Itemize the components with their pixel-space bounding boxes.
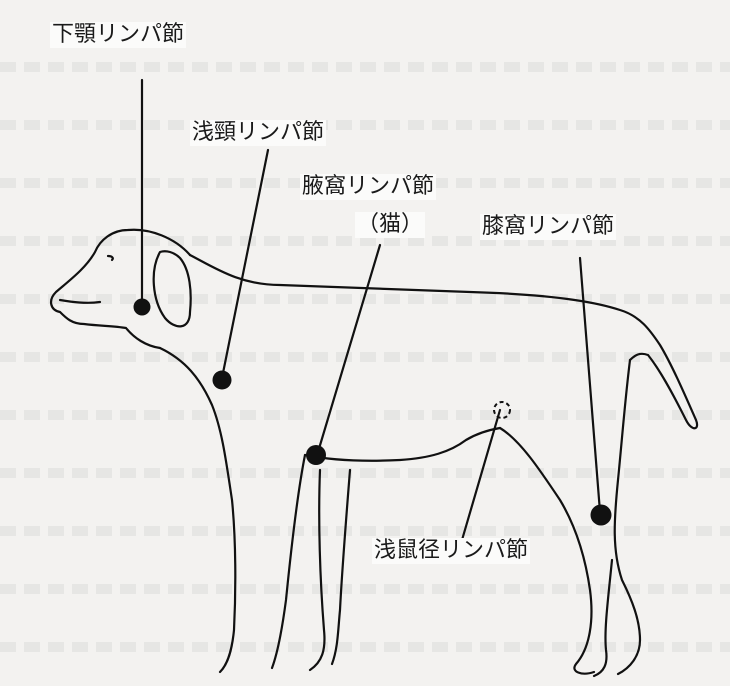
mandibular-node-marker bbox=[133, 298, 151, 316]
dog-belly-outline bbox=[303, 426, 502, 462]
superficial-inguinal-node-marker bbox=[493, 401, 511, 419]
axillary-cat-note-label: （猫） bbox=[355, 212, 426, 238]
superficial-inguinal-lymph-node-label: 浅鼠径リンパ節 bbox=[372, 538, 531, 564]
leader-line-axillary bbox=[316, 243, 382, 454]
axillary-lymph-node-label: 腋窩リンパ節 bbox=[300, 174, 437, 200]
leader-line-popliteal bbox=[578, 256, 602, 514]
dog-chest-outline bbox=[158, 346, 237, 674]
popliteal-node-marker bbox=[590, 504, 612, 526]
popliteal-lymph-node-label: 膝窩リンパ節 bbox=[480, 214, 617, 240]
dog-body-outline bbox=[188, 253, 699, 430]
dog-mouth bbox=[58, 298, 102, 304]
dog-hind-leg bbox=[498, 358, 642, 676]
leader-line-superficial-inguinal bbox=[460, 408, 502, 542]
superficial-cervical-node-marker bbox=[212, 370, 232, 390]
axillary-node-marker bbox=[306, 445, 326, 465]
dog-hind-far-leg bbox=[592, 558, 614, 678]
mandibular-lymph-node-label: 下顎リンパ節 bbox=[50, 22, 187, 48]
dog-front-leg bbox=[270, 453, 352, 670]
dog-ear-outline bbox=[152, 250, 192, 328]
superficial-cervical-lymph-node-label: 浅頸リンパ節 bbox=[190, 120, 327, 146]
dog-head-outline bbox=[50, 228, 192, 350]
leader-line-superficial-cervical bbox=[220, 148, 270, 380]
dog-eye bbox=[106, 254, 114, 262]
dog-front-far-leg bbox=[308, 468, 326, 672]
